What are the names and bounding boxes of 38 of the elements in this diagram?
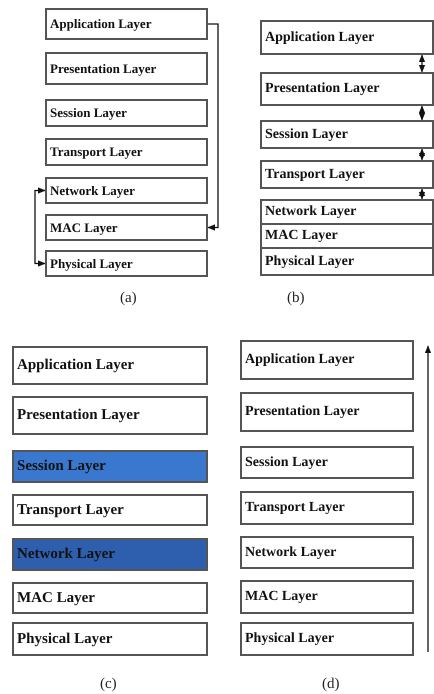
- layer-box: Transport Layer: [240, 491, 414, 525]
- layer-box: Physical Layer: [260, 247, 434, 276]
- layer-box: Session Layer: [45, 99, 208, 127]
- arrow: [418, 188, 426, 200]
- layer-box: Application Layer: [12, 346, 208, 385]
- arrow: [34, 187, 46, 267]
- layer-box: Network Layer: [12, 538, 208, 571]
- layer-box: Application Layer: [260, 20, 434, 55]
- layer-box: Presentation Layer: [260, 72, 434, 106]
- layer-box: Physical Layer: [240, 622, 414, 656]
- arrow: [418, 105, 426, 121]
- panel-label: (a): [120, 290, 137, 307]
- panel-label: (b): [287, 290, 304, 307]
- layer-box: Session Layer: [260, 120, 434, 149]
- layer-box: Presentation Layer: [12, 396, 208, 435]
- arrow: [418, 54, 426, 73]
- layer-box: Network Layer: [45, 177, 208, 204]
- layer-box: Session Layer: [12, 450, 208, 483]
- layer-box: Session Layer: [240, 446, 414, 479]
- layer-box: Physical Layer: [12, 622, 208, 656]
- layer-box: MAC Layer: [12, 582, 208, 614]
- arrow: [207, 23, 219, 231]
- panel-label: (d): [322, 676, 340, 693]
- layer-box: Presentation Layer: [240, 392, 414, 432]
- layer-box: Network Layer: [240, 536, 414, 569]
- arrow: [418, 148, 426, 161]
- panel-label: (c): [100, 676, 117, 693]
- layer-box: Transport Layer: [45, 138, 208, 166]
- layer-box: Presentation Layer: [45, 52, 208, 85]
- layer-box: MAC Layer: [45, 214, 208, 241]
- layer-box: Network Layer: [260, 199, 434, 225]
- layer-box: Physical Layer: [45, 250, 208, 277]
- layer-box: Application Layer: [240, 340, 414, 380]
- layer-box: Application Layer: [45, 8, 208, 40]
- layer-box: MAC Layer: [240, 580, 414, 614]
- layer-box: Transport Layer: [260, 160, 434, 189]
- layer-box: Transport Layer: [12, 494, 208, 526]
- layer-box: MAC Layer: [260, 223, 434, 249]
